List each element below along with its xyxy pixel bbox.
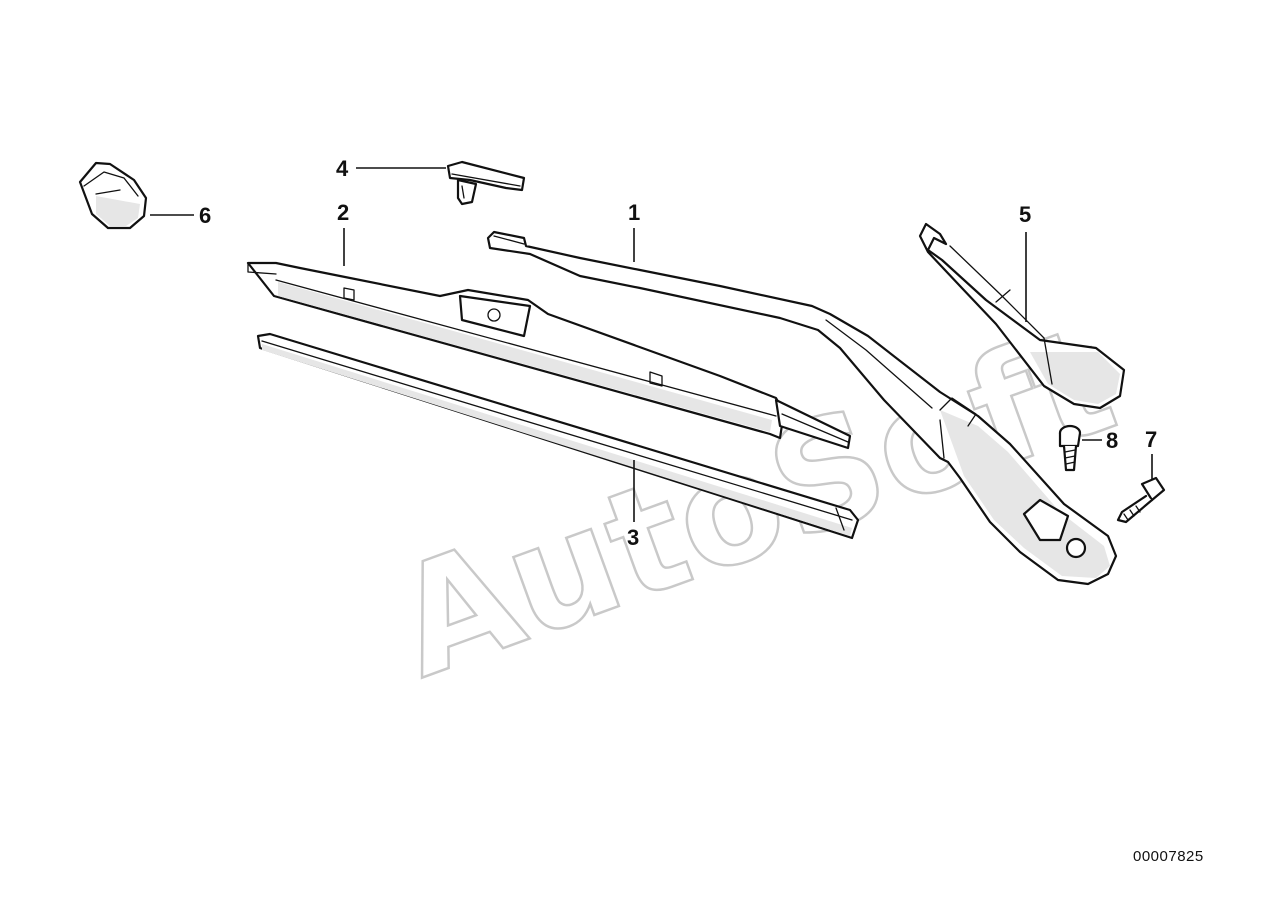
callouts: 1 2 3 4 5 6 7 8 [199, 156, 1157, 550]
callout-1: 1 [628, 200, 640, 225]
part-3-rubber-insert [256, 332, 860, 540]
callout-6: 6 [199, 203, 211, 228]
callout-5: 5 [1019, 202, 1031, 227]
part-1-wiper-arm [486, 230, 1118, 586]
diagram-id: 00007825 [1133, 848, 1204, 865]
callout-2: 2 [337, 200, 349, 225]
part-5-arm-cover [918, 222, 1126, 410]
callout-8: 8 [1106, 428, 1118, 453]
part-2-blade-frame [246, 261, 852, 450]
callout-7: 7 [1145, 427, 1157, 452]
callout-3: 3 [627, 525, 639, 550]
leader-lines [150, 167, 1153, 522]
part-7-bolt [1116, 476, 1166, 524]
callout-4: 4 [336, 156, 349, 181]
part-4-clip [446, 160, 526, 206]
part-8-small-screw [1058, 424, 1082, 472]
part-6-cap [78, 161, 148, 230]
